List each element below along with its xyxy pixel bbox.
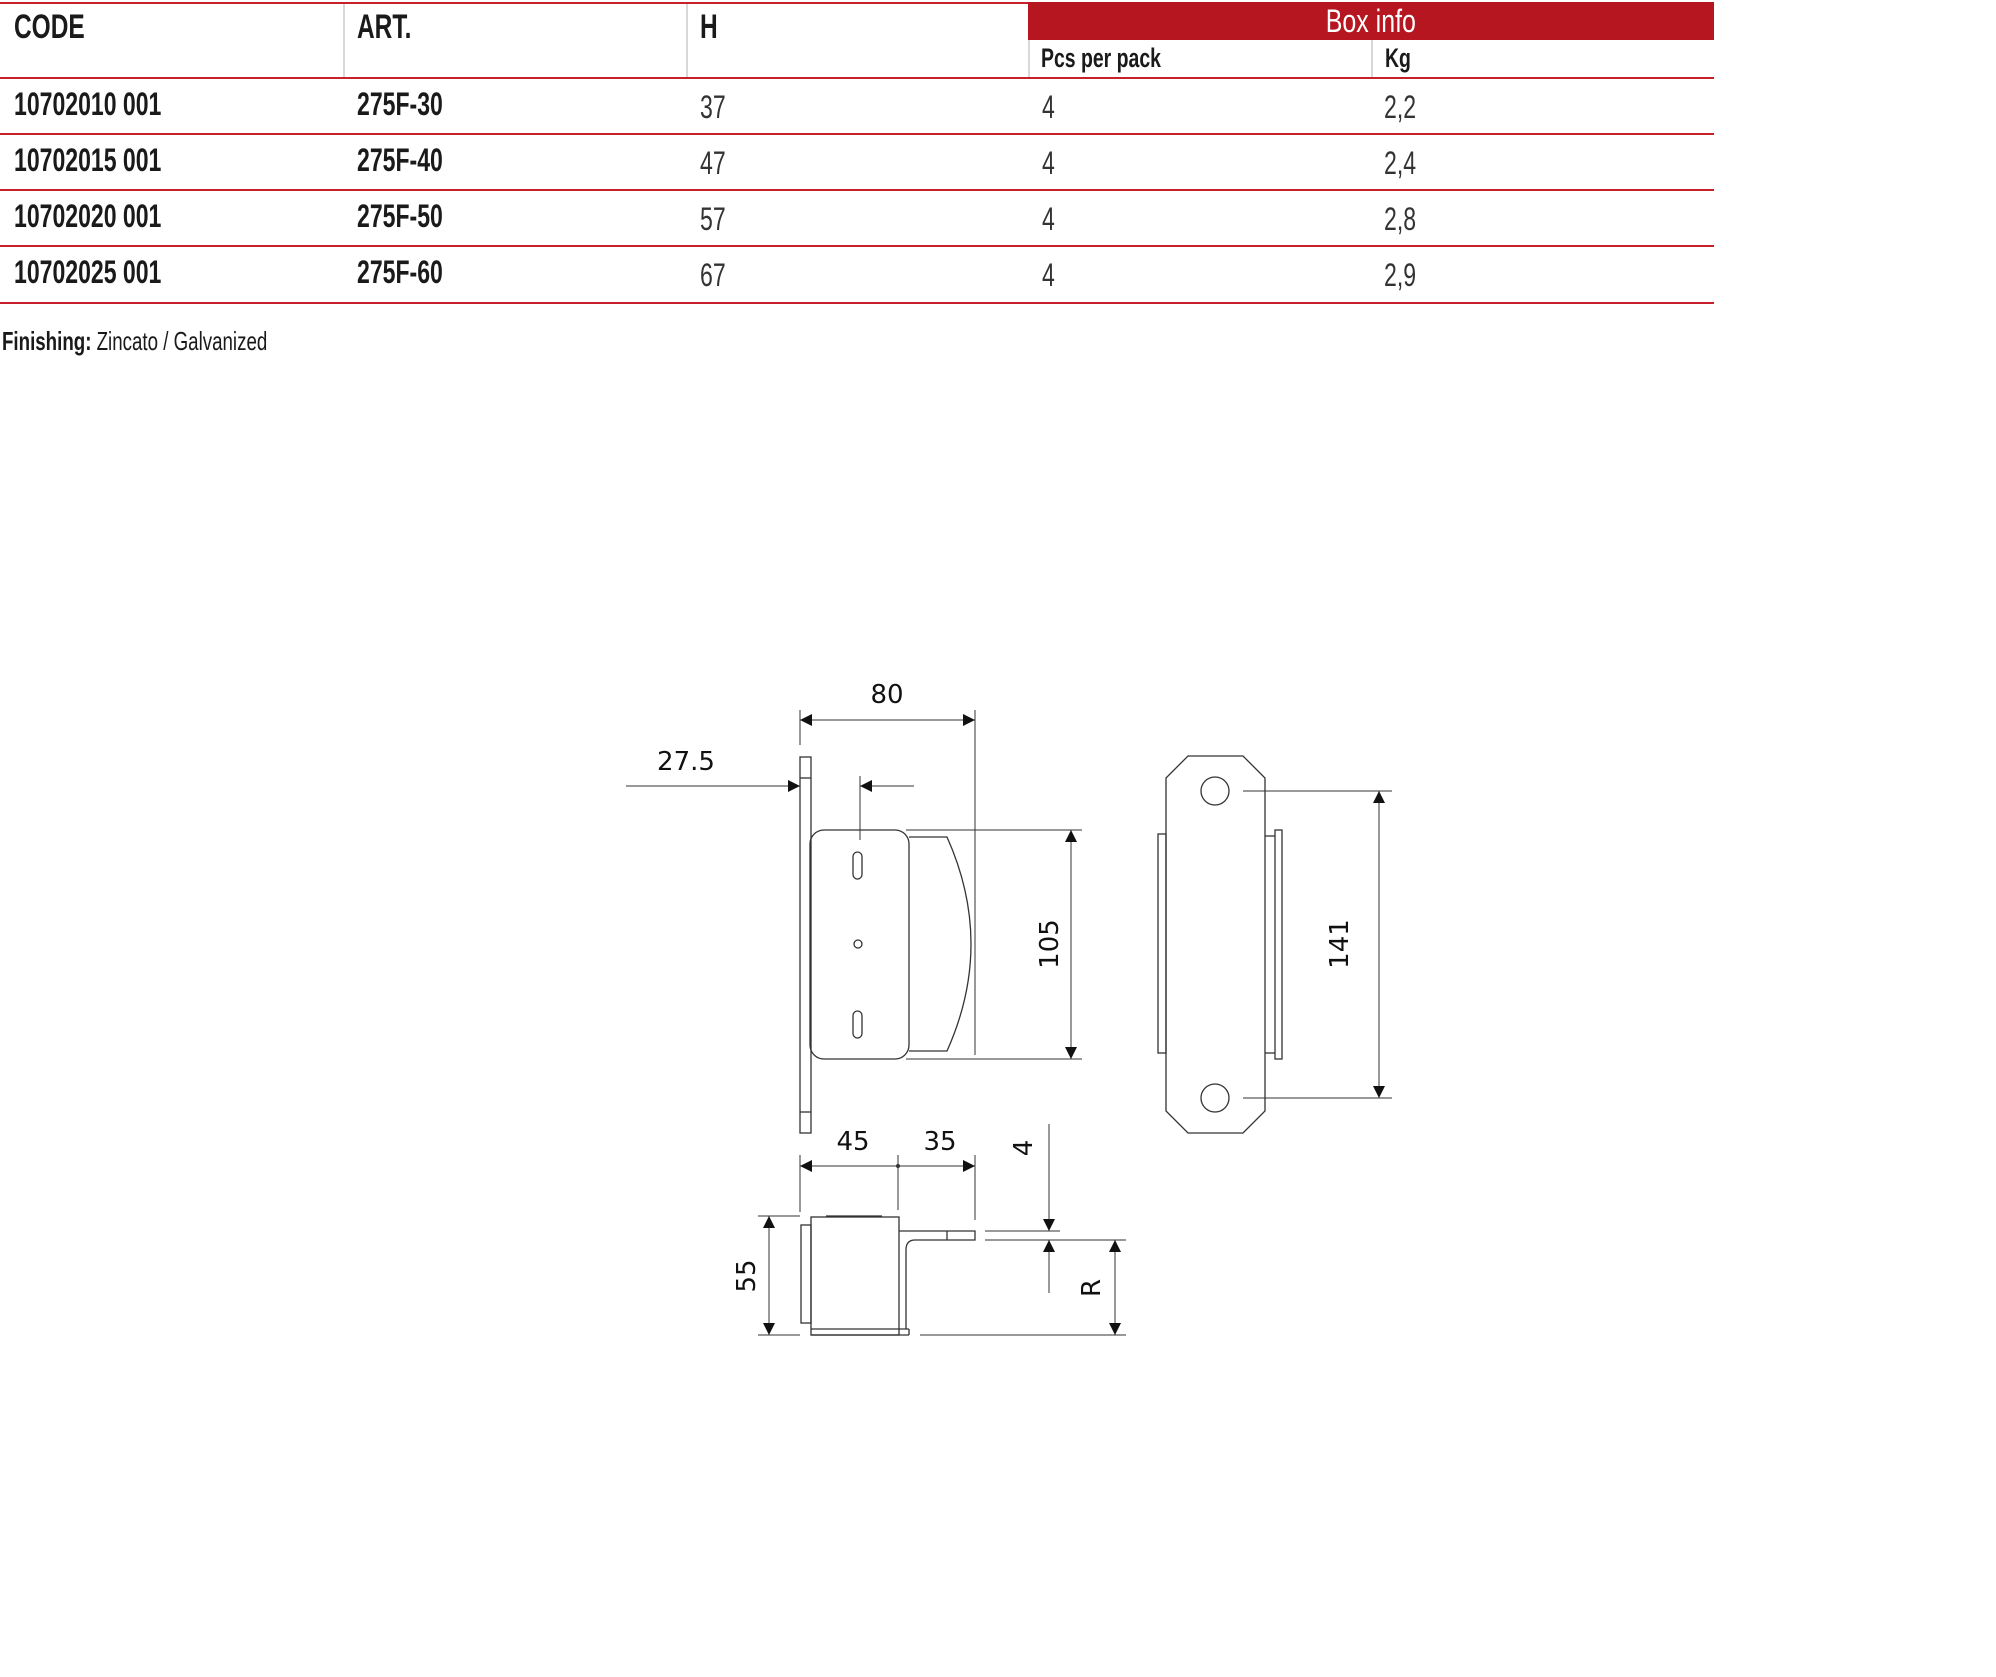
cell-h: 57 <box>700 201 726 237</box>
dim-radius: R <box>1077 1279 1107 1297</box>
finishing-note: Finishing: Zincato / Galvanized <box>2 326 370 357</box>
cell-art: 275F-40 <box>357 142 443 178</box>
table-top-rule <box>0 2 1028 4</box>
finishing-label: Finishing: <box>2 326 92 356</box>
dim-141: 141 <box>1325 919 1355 969</box>
column-divider <box>1371 40 1373 77</box>
dim-45: 45 <box>836 1127 869 1157</box>
dim-27-5: 27.5 <box>657 747 715 777</box>
cell-pcs: 4 <box>1042 201 1055 237</box>
hinge-body <box>809 829 910 1060</box>
dim-105: 105 <box>1035 919 1065 969</box>
cell-h: 47 <box>700 145 726 181</box>
column-header-kg: Kg <box>1385 43 1411 73</box>
dim-35: 35 <box>923 1127 956 1157</box>
hinge-wing <box>909 836 972 1052</box>
cell-art: 275F-50 <box>357 198 443 234</box>
cell-pcs: 4 <box>1042 257 1055 293</box>
cell-kg: 2,4 <box>1384 145 1417 181</box>
cell-kg: 2,9 <box>1384 257 1417 293</box>
row-rule <box>0 245 1714 247</box>
box-info-header-band: Box info <box>1028 2 1714 40</box>
row-rule <box>0 302 1714 304</box>
cell-code: 10702025 001 <box>14 254 162 290</box>
cell-kg: 2,2 <box>1384 89 1417 125</box>
cell-pcs: 4 <box>1042 145 1055 181</box>
cell-code: 10702010 001 <box>14 86 162 122</box>
cell-h: 67 <box>700 257 726 293</box>
front-view <box>1157 755 1283 1134</box>
cell-h: 37 <box>700 89 726 125</box>
column-header-h: H <box>700 8 718 46</box>
column-header-art: ART. <box>357 8 412 46</box>
column-divider <box>686 4 688 77</box>
cell-pcs: 4 <box>1042 89 1055 125</box>
column-header-pcs-per-pack: Pcs per pack <box>1041 43 1161 73</box>
cell-code: 10702015 001 <box>14 142 162 178</box>
cell-art: 275F-60 <box>357 254 443 290</box>
dim-4: 4 <box>1009 1140 1039 1157</box>
column-divider <box>1028 40 1030 77</box>
header-bottom-rule <box>0 77 1714 79</box>
row-rule <box>0 133 1714 135</box>
box-info-header: Box info <box>1325 3 1417 39</box>
column-header-code: CODE <box>14 8 85 46</box>
dim-55: 55 <box>732 1259 762 1292</box>
row-rule <box>0 189 1714 191</box>
dim-80: 80 <box>870 680 903 710</box>
finishing-value: Zincato / Galvanized <box>91 326 268 356</box>
mounting-plate <box>799 756 812 1134</box>
cell-art: 275F-30 <box>357 86 443 122</box>
side-view <box>800 1215 976 1336</box>
cell-code: 10702020 001 <box>14 198 162 234</box>
cell-kg: 2,8 <box>1384 201 1417 237</box>
column-divider <box>343 4 345 77</box>
